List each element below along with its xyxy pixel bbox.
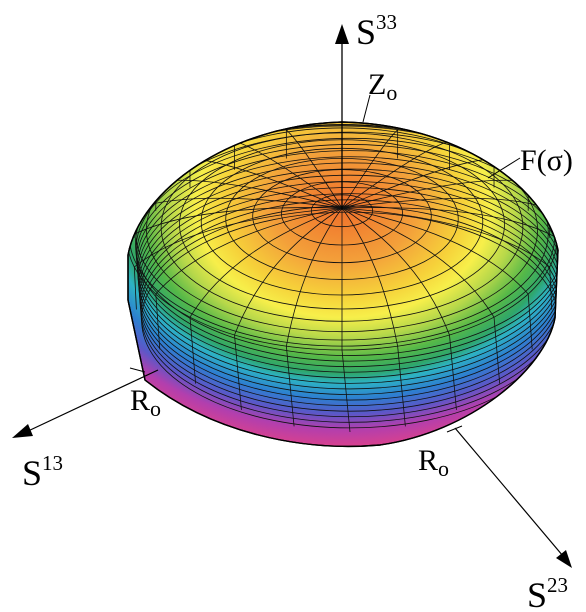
skirt-band (141, 200, 560, 417)
ro-left-tick (129, 367, 146, 373)
surface-outline (127, 121, 559, 448)
skirt-band (138, 163, 562, 383)
meridian-line (286, 208, 342, 426)
axis-s13-line (25, 369, 159, 433)
ro-left-label: Ro (130, 384, 161, 421)
axis-s23-line (454, 427, 564, 557)
meridian-line (342, 208, 456, 410)
skirt-band (138, 169, 561, 389)
ro-right-tick (446, 425, 463, 433)
f-sigma-annotation: F(σ) (487, 144, 573, 179)
meridian-line (134, 208, 342, 309)
zo-label: Zo (368, 68, 397, 105)
meridian-line (235, 208, 343, 410)
ro-right-label: Ro (418, 444, 449, 481)
axis-s13-label: S13 (22, 451, 63, 493)
axis-s23-arrowhead (556, 550, 572, 568)
meridian-line (342, 130, 398, 208)
axis-s23: S23 (454, 427, 572, 612)
skirt-band (139, 175, 562, 394)
meridian-line (342, 208, 405, 426)
skirt-band (135, 132, 564, 355)
zo-annotation: Zo (362, 68, 397, 123)
skirt-band (137, 151, 563, 373)
surface-mesh (127, 124, 565, 432)
axis-s23-label: S23 (527, 573, 568, 612)
meridian-line (190, 208, 342, 384)
meridian-line (286, 130, 342, 208)
skirt-band (140, 188, 561, 406)
zo-leader (362, 94, 371, 123)
axis-s33-label: S33 (356, 10, 397, 52)
f-sigma-label: F(σ) (520, 144, 573, 177)
skirt-band (139, 181, 561, 400)
meridian-line (127, 208, 342, 267)
meridian-line (342, 208, 350, 432)
skirt-band (136, 138, 564, 361)
surface-fill (127, 121, 559, 448)
ro-right-annotation: Ro (418, 425, 463, 481)
axis-s33: S33 (335, 10, 397, 210)
f-sigma-leader (487, 157, 521, 179)
meridian-line (156, 208, 342, 349)
skirt-band (137, 157, 562, 378)
meridian-line (342, 208, 500, 384)
skirt-band (140, 194, 560, 412)
meridian-line (342, 208, 552, 309)
meridian-line (342, 208, 557, 267)
ro-left-annotation: Ro (129, 367, 161, 421)
ellipsoid-surface (127, 121, 565, 448)
axis-s13-arrowhead (12, 424, 33, 438)
meridian-line (342, 208, 532, 349)
skirt-band (136, 144, 563, 366)
axis-s13: S13 (12, 369, 159, 493)
axis-s33-arrowhead (335, 24, 349, 44)
